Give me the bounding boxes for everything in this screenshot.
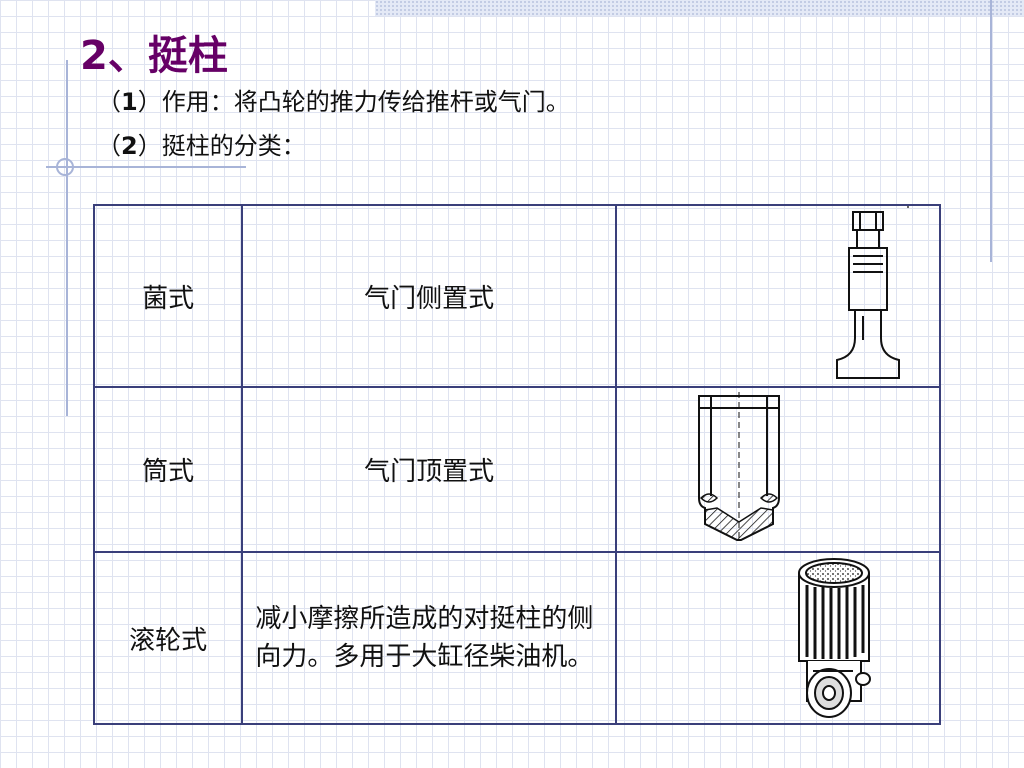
type-cell: 滚轮式 [92, 551, 244, 725]
description-cell: 减小摩擦所造成的对挺柱的侧向力。多用于大缸径柴油机。 [241, 551, 617, 725]
item-function: （1）作用：将凸轮的推力传给推杆或气门。 [97, 88, 570, 116]
item-text: 挺柱的分类： [161, 132, 306, 160]
header-band-decoration [375, 0, 1024, 16]
item-number: 2 [121, 132, 138, 160]
item-number: 1 [121, 88, 138, 116]
item-classification: （2）挺柱的分类： [97, 132, 306, 160]
description-cell: 气门顶置式 [241, 386, 617, 553]
left-decor-line [66, 60, 68, 416]
decor-circle [56, 158, 74, 176]
illustration-cell [615, 204, 941, 388]
table-row: 菌式 气门侧置式 [92, 204, 941, 388]
barrel-tappet-drawing [698, 392, 780, 541]
decor-horizontal-line [46, 166, 246, 168]
table-row: 筒式 气门顶置式 [92, 386, 941, 553]
slide-title: 2、挺柱 [80, 33, 228, 79]
type-cell: 菌式 [92, 204, 244, 388]
tappet-types-table: 菌式 气门侧置式 筒式 气门顶置式 [92, 204, 941, 725]
type-cell: 筒式 [92, 386, 244, 553]
roller-tappet-drawing [798, 558, 871, 718]
item-text: 作用：将凸轮的推力传给推杆或气门。 [161, 88, 570, 116]
right-decor-line [990, 0, 992, 262]
table-row: 滚轮式 减小摩擦所造成的对挺柱的侧向力。多用于大缸径柴油机。 [92, 551, 941, 725]
description-cell: 气门侧置式 [241, 204, 617, 388]
mushroom-tappet-drawing [836, 206, 909, 379]
illustration-cell [615, 551, 941, 725]
illustration-cell [615, 386, 941, 553]
